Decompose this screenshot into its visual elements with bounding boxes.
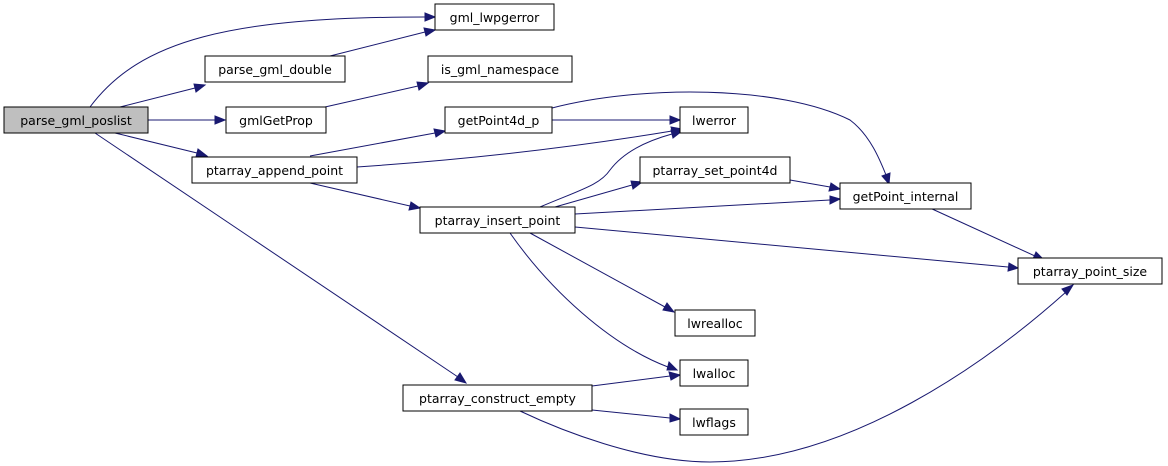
edge-arrow xyxy=(193,83,207,93)
node-parse_gml_double[interactable]: parse_gml_double xyxy=(204,55,346,83)
edge-ptarray_append_point-lwerror xyxy=(356,130,673,168)
svg-text:ptarray_construct_empty: ptarray_construct_empty xyxy=(419,391,577,406)
edge-arrow xyxy=(1061,284,1075,296)
edge-ptarray_insert_point-ptarray_set_point4d xyxy=(554,184,633,208)
node-parse_gml_poslist[interactable]: parse_gml_poslist xyxy=(3,106,149,134)
svg-text:getPoint4d_p: getPoint4d_p xyxy=(458,113,540,128)
svg-text:ptarray_insert_point: ptarray_insert_point xyxy=(435,213,561,228)
call-edges xyxy=(89,12,1075,463)
node-lwerror[interactable]: lwerror xyxy=(679,106,749,134)
edge-arrow xyxy=(1007,262,1020,272)
edge-ptarray_construct_empty-lwflags xyxy=(591,409,671,419)
node-getPoint_internal[interactable]: getPoint_internal xyxy=(839,182,972,210)
edge-arrow xyxy=(666,361,679,371)
edge-arrow xyxy=(454,372,468,384)
svg-text:ptarray_append_point: ptarray_append_point xyxy=(206,163,343,178)
svg-text:ptarray_set_point4d: ptarray_set_point4d xyxy=(653,163,778,178)
node-gmlGetProp[interactable]: gmlGetProp xyxy=(225,106,327,134)
edge-arrow xyxy=(416,81,430,91)
edge-getPoint4d_p-getPoint_internal xyxy=(551,91,887,176)
edge-arrow xyxy=(669,413,682,423)
edge-ptarray_construct_empty-lwalloc xyxy=(591,375,671,387)
svg-text:gml_lwpgerror: gml_lwpgerror xyxy=(450,10,541,25)
svg-text:ptarray_point_size: ptarray_point_size xyxy=(1033,264,1148,279)
svg-text:lwalloc: lwalloc xyxy=(693,366,736,381)
edge-ptarray_insert_point-getPoint_internal xyxy=(574,199,831,215)
edge-ptarray_append_point-ptarray_insert_point xyxy=(309,182,411,207)
edge-ptarray_insert_point-lwrealloc xyxy=(529,232,666,308)
edge-parse_gml_double-gml_lwpgerror xyxy=(329,31,426,57)
edge-parse_gml_poslist-ptarray_construct_empty xyxy=(94,132,459,378)
node-lwrealloc[interactable]: lwrealloc xyxy=(674,309,756,337)
edge-parse_gml_poslist-ptarray_append_point xyxy=(114,132,198,154)
edge-arrow xyxy=(408,201,422,211)
edge-arrow xyxy=(662,302,676,313)
svg-text:lwflags: lwflags xyxy=(692,415,736,430)
edge-arrow xyxy=(881,172,891,186)
svg-text:lwrealloc: lwrealloc xyxy=(687,316,743,331)
svg-text:parse_gml_poslist: parse_gml_poslist xyxy=(20,113,132,128)
edge-ptarray_set_point4d-getPoint_internal xyxy=(789,179,831,188)
edge-arrow xyxy=(433,128,447,138)
node-ptarray_construct_empty[interactable]: ptarray_construct_empty xyxy=(402,384,593,412)
edge-ptarray_construct_empty-ptarray_point_size xyxy=(519,291,1067,463)
edge-parse_gml_poslist-gml_lwpgerror xyxy=(89,16,426,108)
node-lwalloc[interactable]: lwalloc xyxy=(679,359,749,387)
edge-parse_gml_poslist-parse_gml_double xyxy=(119,87,196,108)
edge-gmlGetProp-is_gml_namespace xyxy=(324,85,419,108)
svg-text:getPoint_internal: getPoint_internal xyxy=(853,189,959,204)
edge-arrow xyxy=(670,129,684,139)
node-lwflags[interactable]: lwflags xyxy=(679,408,749,436)
edge-ptarray_insert_point-ptarray_point_size xyxy=(574,226,1009,268)
node-getPoint4d_p[interactable]: getPoint4d_p xyxy=(444,106,553,134)
edge-arrow xyxy=(214,115,227,125)
edge-ptarray_append_point-getPoint4d_p xyxy=(309,132,436,157)
edge-arrow xyxy=(424,12,437,22)
edge-ptarray_insert_point-lwalloc xyxy=(509,232,669,368)
edge-arrow xyxy=(423,27,437,37)
svg-text:parse_gml_double: parse_gml_double xyxy=(218,62,332,77)
svg-text:gmlGetProp: gmlGetProp xyxy=(239,113,313,128)
node-ptarray_set_point4d[interactable]: ptarray_set_point4d xyxy=(639,156,791,184)
edge-arrow xyxy=(630,180,644,190)
node-ptarray_insert_point[interactable]: ptarray_insert_point xyxy=(419,206,576,234)
edge-arrow xyxy=(669,115,682,125)
edge-ptarray_insert_point-lwerror xyxy=(539,133,673,208)
edge-arrow xyxy=(829,195,842,205)
node-gml_lwpgerror[interactable]: gml_lwpgerror xyxy=(434,3,555,31)
edge-arrow xyxy=(195,148,209,158)
edge-arrow xyxy=(828,182,842,192)
svg-text:is_gml_namespace: is_gml_namespace xyxy=(441,62,559,77)
edge-getPoint_internal-ptarray_point_size xyxy=(929,207,1036,257)
svg-text:lwerror: lwerror xyxy=(692,113,737,128)
node-ptarray_point_size[interactable]: ptarray_point_size xyxy=(1017,257,1163,285)
node-ptarray_append_point[interactable]: ptarray_append_point xyxy=(191,156,358,184)
node-is_gml_namespace[interactable]: is_gml_namespace xyxy=(427,55,573,83)
edge-arrow xyxy=(668,371,682,381)
